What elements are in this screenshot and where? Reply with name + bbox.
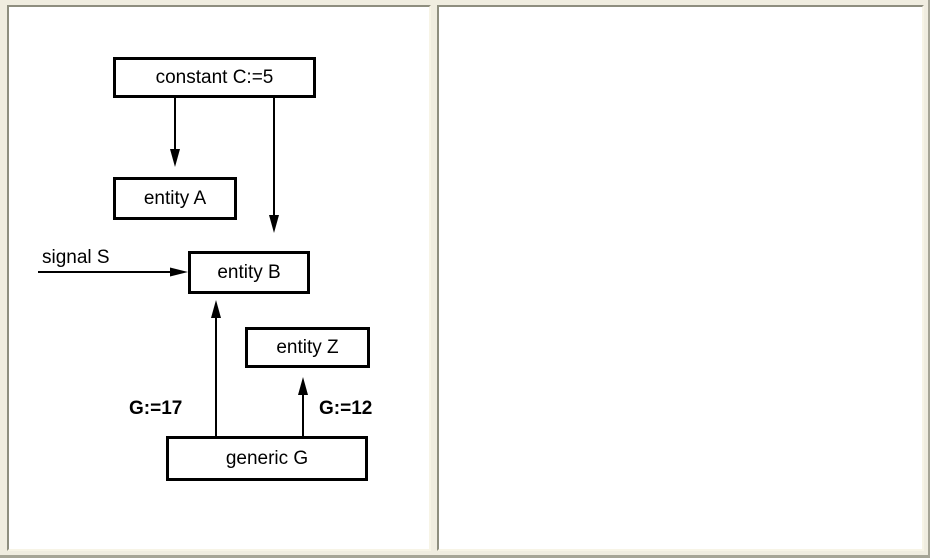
empty-panel — [437, 5, 924, 551]
edge-label-g12: G:=12 — [319, 398, 373, 419]
node-entity-a: entity A — [113, 177, 237, 220]
node-entity-b: entity B — [188, 251, 310, 294]
edge-label-g17: G:=17 — [129, 398, 183, 419]
arrow-signal-s-to-entity-b — [38, 267, 188, 277]
arrow-constant-to-entity-b — [269, 96, 279, 233]
node-generic-g: generic G — [166, 436, 368, 481]
arrow-generic-g-to-entity-b — [211, 300, 221, 436]
edge-label-signal-s: signal S — [42, 247, 110, 268]
arrow-generic-g-to-entity-z — [298, 377, 308, 436]
node-entity-z: entity Z — [245, 327, 370, 368]
node-constant-c: constant C:=5 — [113, 57, 316, 98]
arrow-constant-to-entity-a — [170, 96, 180, 167]
